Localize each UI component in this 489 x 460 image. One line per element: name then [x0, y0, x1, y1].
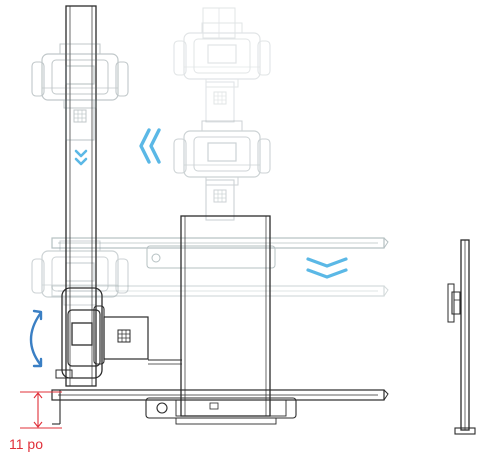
rotate-arrow-icon — [29, 309, 43, 368]
down-chevron-icon — [74, 149, 88, 166]
table-down-arrow-icon — [306, 257, 348, 279]
dimension-label: 11 po — [9, 436, 43, 452]
left-chevron-icon — [139, 128, 161, 164]
column-top-head — [31, 43, 129, 141]
ghost-mid-head-on-column — [31, 240, 129, 306]
side-view — [447, 239, 476, 435]
detector-active — [55, 287, 182, 379]
ghost-upper-assembly — [173, 7, 271, 123]
table-active — [51, 389, 389, 425]
ghost-mid-assembly — [173, 120, 271, 221]
ghost-table-upper — [51, 237, 389, 269]
dimension-marker — [20, 391, 62, 429]
